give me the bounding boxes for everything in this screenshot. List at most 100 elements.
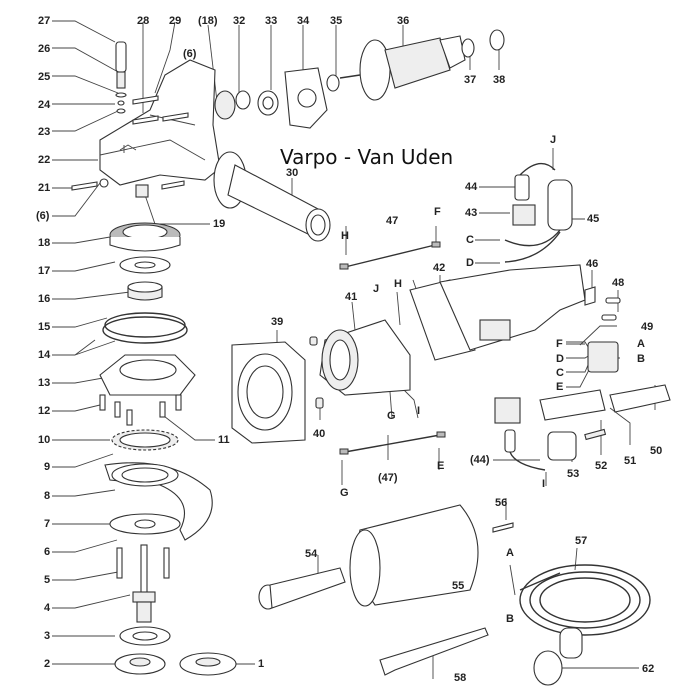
screws-top xyxy=(71,95,189,198)
wire-label-f-switch: F xyxy=(556,338,563,350)
callout-8: 8 xyxy=(44,490,51,502)
callout-44: 44 xyxy=(465,181,478,193)
callout-25: 25 xyxy=(38,71,51,83)
callout-12: 12 xyxy=(38,405,51,417)
callout-35: 35 xyxy=(330,15,343,27)
wire-label-f-top: F xyxy=(434,206,441,218)
callout-5: 5 xyxy=(44,574,51,586)
callout-2: 2 xyxy=(44,658,51,670)
wire-label-j-top: J xyxy=(550,134,557,146)
callout-47-lower: (47) xyxy=(378,472,398,484)
callout-10: 10 xyxy=(38,434,51,446)
switch-parts xyxy=(494,162,671,471)
callout-42: 42 xyxy=(433,262,446,274)
callout-16: 16 xyxy=(38,293,51,305)
rear-cover xyxy=(349,504,514,607)
callout-51: 51 xyxy=(624,455,637,467)
callout-37: 37 xyxy=(464,74,477,86)
callout-17: 17 xyxy=(38,265,51,277)
pinion-gear xyxy=(214,90,279,120)
callout-9: 9 xyxy=(44,461,51,473)
callout-58: 58 xyxy=(454,672,467,684)
rear-handle xyxy=(258,567,346,610)
power-cord xyxy=(519,564,651,686)
wire-label-g: G xyxy=(340,487,349,499)
callout-38: 38 xyxy=(493,74,506,86)
callout-49: 49 xyxy=(641,321,654,333)
wire-label-h-left: H xyxy=(341,230,349,242)
wire-label-g-stator: G xyxy=(387,410,396,422)
callout-6: 6 xyxy=(44,546,51,558)
wire-label-e-switch: E xyxy=(556,381,564,393)
bevel-gear xyxy=(109,222,181,252)
callout-21: 21 xyxy=(38,182,51,194)
callout-11: 11 xyxy=(218,434,230,446)
callout-53: 53 xyxy=(567,468,580,480)
wire-label-c-left: C xyxy=(466,234,474,246)
callout-13: 13 xyxy=(38,377,51,389)
callout-43: 43 xyxy=(465,207,478,219)
spindle xyxy=(114,544,237,676)
wire-label-a-cord: A xyxy=(506,547,514,559)
callout-4: 4 xyxy=(44,602,51,614)
side-handle xyxy=(213,151,331,242)
wire-harness xyxy=(339,241,446,455)
callout-6-washer: (6) xyxy=(36,210,50,222)
callout-40: 40 xyxy=(313,428,326,440)
wire-label-d-switch: D xyxy=(556,353,564,365)
callout-45: 45 xyxy=(587,213,600,225)
callout-32: 32 xyxy=(233,15,246,27)
callout-15: 15 xyxy=(38,321,51,333)
callout-39: 39 xyxy=(271,316,284,328)
callout-29: 29 xyxy=(169,15,182,27)
spanner-wrench xyxy=(379,627,489,676)
callout-24: 24 xyxy=(38,99,51,111)
callout-47: 47 xyxy=(386,215,399,227)
screw-27 xyxy=(115,41,127,114)
callout-52: 52 xyxy=(595,460,608,472)
callout-48: 48 xyxy=(612,277,625,289)
wire-label-d-left: D xyxy=(466,257,474,269)
callout-27: 27 xyxy=(38,15,51,27)
callout-7: 7 xyxy=(44,518,51,530)
callout-57: 57 xyxy=(575,535,588,547)
callout-62: 62 xyxy=(642,663,655,675)
wire-label-e: E xyxy=(437,460,445,472)
callout-56: 56 xyxy=(495,497,508,509)
callout-23: 23 xyxy=(38,126,51,138)
spindle-stack xyxy=(99,256,196,451)
callout-33: 33 xyxy=(265,15,278,27)
callout-55: 55 xyxy=(452,580,465,592)
callout-41: 41 xyxy=(345,291,358,303)
callout-19: 19 xyxy=(213,218,226,230)
callout-36: 36 xyxy=(397,15,410,27)
wire-label-b-cord: B xyxy=(506,613,514,625)
callout-46: 46 xyxy=(586,258,599,270)
gear-housing xyxy=(99,59,221,186)
wire-label-a-switch: A xyxy=(637,338,645,350)
callout-30: 30 xyxy=(286,167,299,179)
wire-label-b-switch: B xyxy=(637,353,645,365)
wire-label-i-stator: I xyxy=(417,405,421,417)
callout-22: 22 xyxy=(38,154,51,166)
callout-44-lower: (44) xyxy=(470,454,490,466)
watermark-text: Varpo - Van Uden xyxy=(280,145,454,169)
bearing-plate xyxy=(284,67,340,129)
stator xyxy=(309,319,411,396)
callout-54: 54 xyxy=(305,548,318,560)
motor-housing xyxy=(409,264,586,361)
armature xyxy=(339,29,505,101)
wire-label-i: I xyxy=(542,478,546,490)
callout-18: 18 xyxy=(38,237,51,249)
wheel-guard xyxy=(104,462,213,541)
wire-label-c-switch: C xyxy=(556,367,564,379)
bearing-housing xyxy=(231,341,324,444)
callout-26: 26 xyxy=(38,43,51,55)
wire-label-h-stator: H xyxy=(394,278,402,290)
callout-34: 34 xyxy=(297,15,310,27)
callout-28: 28 xyxy=(137,15,150,27)
callout-18-pinion: (18) xyxy=(198,15,218,27)
leader-lines xyxy=(52,20,656,679)
callout-1: 1 xyxy=(258,658,265,670)
